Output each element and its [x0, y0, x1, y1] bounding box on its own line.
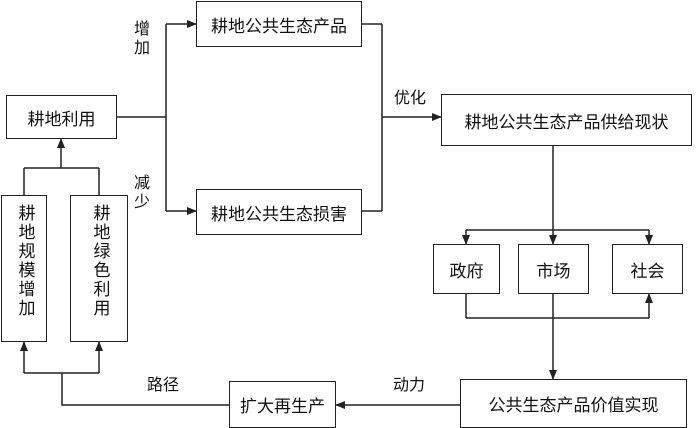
node-ecological-damage: 耕地公共生态损害	[196, 189, 362, 235]
node-expanded-reproduction: 扩大再生产	[229, 381, 336, 428]
node-green-use-label: 耕地绿色利用	[89, 204, 110, 318]
label-optimize: 优化	[394, 88, 427, 107]
node-government: 政府	[433, 244, 500, 294]
node-green-use: 耕地绿色利用	[70, 195, 128, 342]
label-driving-force: 动力	[393, 375, 426, 394]
node-cultivated-land-use: 耕地利用	[6, 95, 117, 139]
node-society: 社会	[612, 244, 683, 294]
label-path: 路径	[147, 375, 180, 394]
node-scale-increase-label: 耕地规模增加	[14, 204, 35, 318]
label-increase: 增加	[131, 20, 150, 58]
node-value-realization: 公共生态产品价值实现	[460, 379, 687, 428]
node-supply-status: 耕地公共生态产品供给现状	[441, 94, 692, 146]
node-scale-increase: 耕地规模增加	[1, 195, 47, 342]
node-market: 市场	[518, 244, 589, 294]
label-decrease: 减少	[131, 174, 150, 212]
edge-path-return	[61, 373, 229, 406]
node-ecological-products: 耕地公共生态产品	[196, 1, 362, 47]
